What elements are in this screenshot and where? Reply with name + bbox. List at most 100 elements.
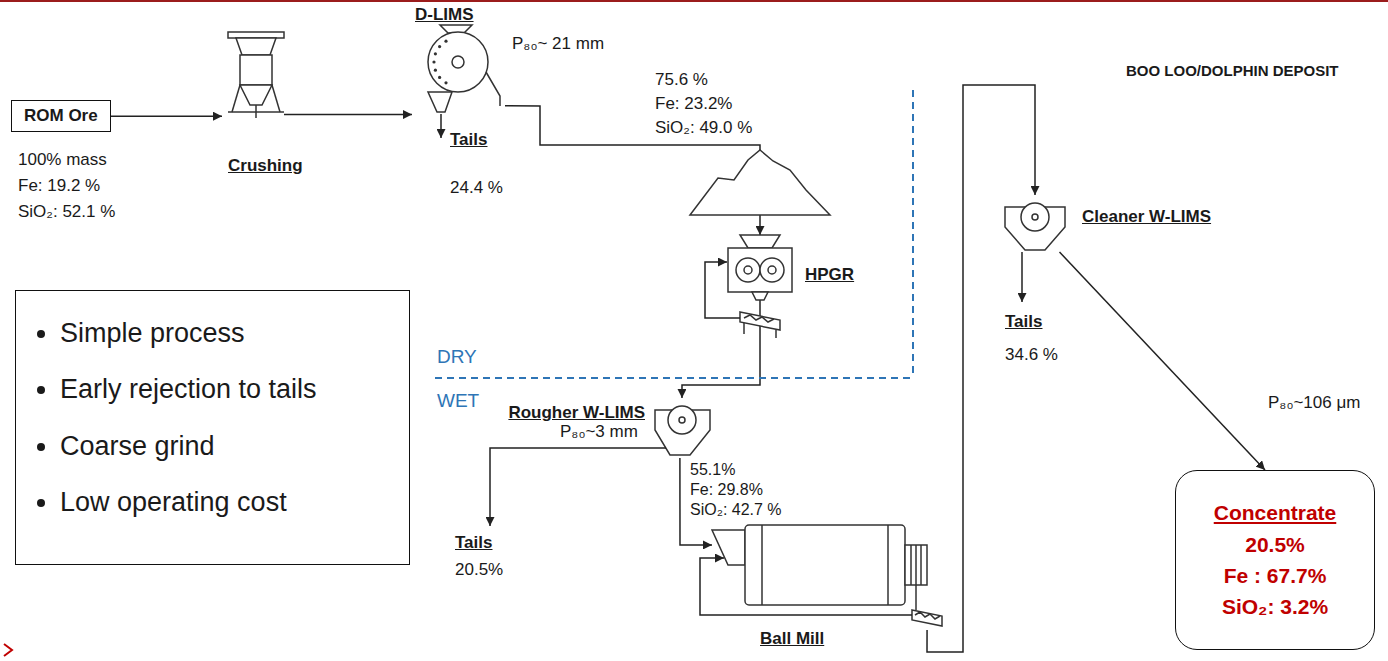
crusher-icon-part	[232, 85, 240, 112]
stream-label: Tails	[455, 533, 492, 553]
bullet-list: Simple processEarly rejection to tailsCo…	[16, 291, 409, 519]
screen-icon-part	[775, 330, 777, 338]
product-box: Concentrate20.5%Fe : 67.7%SiO₂: 3.2%	[1175, 470, 1375, 650]
flow-connector	[1060, 252, 1266, 470]
crusher-icon-part	[240, 55, 272, 85]
mill-unit: Ball Mill	[712, 525, 945, 630]
crusher-unit: Crushing	[222, 30, 284, 125]
tails-arrow	[1021, 252, 1023, 302]
wet-magnetic-separator-icon-part	[668, 406, 696, 434]
dry-magnetic-separator-icon-part-part	[438, 76, 441, 79]
ball-mill-icon-part	[905, 545, 927, 585]
tails-arrow	[440, 114, 442, 138]
dry-magnetic-separator-icon-part	[432, 40, 447, 85]
dry-magnetic-separator-icon-part-part	[434, 69, 437, 72]
screen-icon-part	[744, 315, 774, 322]
dry-magnetic-separator-icon-part-part	[444, 40, 447, 43]
wet-magnetic-separator-icon-part	[1021, 203, 1049, 231]
box-label: ROM Ore	[24, 106, 98, 125]
stream-label: WET	[437, 390, 479, 413]
product-text: Concentrate	[1214, 499, 1337, 526]
hpgr-unit: HPGR	[725, 235, 795, 300]
dry-wet-boundary-part	[435, 377, 913, 379]
tails-arrow	[490, 448, 666, 526]
stream-label: 75.6 %	[655, 70, 708, 90]
flow-connector	[111, 115, 222, 117]
stream-label: 34.6 %	[1005, 345, 1058, 365]
bullet-point: Low operating cost	[60, 486, 393, 518]
notes-box: Simple processEarly rejection to tailsCo…	[15, 290, 410, 565]
dry-magnetic-separator-icon-part	[452, 56, 464, 68]
recycle-line	[700, 558, 912, 615]
bullet-point: Early rejection to tails	[60, 373, 393, 405]
stream-label: Tails	[450, 130, 487, 150]
wet-magnetic-separator-icon	[1005, 203, 1065, 250]
bullet-point: Simple process	[60, 317, 393, 349]
unit-label: Cleaner W-LIMS	[1082, 207, 1211, 227]
hpgr-icon-part	[760, 258, 784, 282]
product-text: SiO₂: 3.2%	[1222, 593, 1328, 620]
separator-unit: D-LIMS	[412, 25, 505, 120]
stream-label: BOO LOO/DOLPHIN DEPOSIT	[1126, 62, 1339, 80]
dry-magnetic-separator-icon	[428, 25, 500, 112]
ball-mill-icon-part	[761, 525, 763, 605]
top-rule	[0, 0, 1388, 2]
ball-mill-icon	[712, 525, 942, 626]
hpgr-icon-part	[740, 235, 780, 248]
ball-mill-icon-part	[712, 530, 745, 565]
unit-label: Rougher W-LIMS	[508, 403, 645, 423]
wet-magnetic-separator-icon-part	[1032, 214, 1038, 220]
flow-connector	[284, 114, 412, 116]
stream-label: SiO₂: 49.0 %	[655, 118, 752, 138]
stream-label: Fe: 23.2%	[655, 94, 733, 114]
product-text: 20.5%	[1245, 531, 1305, 558]
dry-magnetic-separator-icon-part	[428, 92, 452, 112]
dry-wet-boundary	[435, 90, 913, 378]
ball-mill-icon-part	[912, 610, 942, 626]
ball-mill-icon-part	[915, 545, 917, 585]
ball-mill-icon-part	[745, 525, 905, 605]
stream-label: Tails	[1005, 312, 1042, 332]
crusher-icon	[228, 32, 284, 118]
crusher-icon-part	[228, 32, 284, 38]
dry-wet-boundary-part	[912, 90, 914, 378]
flow-connector	[927, 85, 1035, 652]
dry-magnetic-separator-icon-part-part	[444, 81, 447, 84]
hpgr-icon-part	[744, 266, 752, 274]
stockpile	[690, 150, 830, 215]
stream-label: SiO₂: 52.1 %	[18, 202, 115, 222]
stream-label: SiO₂: 42.7 %	[690, 500, 782, 519]
stream-label: P₈₀~3 mm	[560, 422, 638, 442]
bullet-point: Coarse grind	[60, 430, 393, 462]
hpgr-icon-part	[768, 266, 776, 274]
crusher-icon-part	[236, 38, 276, 55]
recycle-line	[705, 262, 740, 318]
stream-label: 55.1%	[690, 460, 735, 479]
dry-magnetic-separator-icon-part	[486, 72, 500, 106]
dry-magnetic-separator-icon-part-part	[434, 52, 437, 55]
unit-label: D-LIMS	[415, 5, 474, 25]
screen-icon-part	[740, 312, 780, 330]
dry-magnetic-separator-icon-part-part	[432, 60, 435, 63]
stream-label: 20.5%	[455, 560, 503, 580]
crusher-icon-part	[272, 85, 280, 112]
stream-label: Fe: 19.2 %	[18, 176, 100, 196]
crusher-icon-part	[240, 85, 272, 105]
wet-magnetic-separator-icon-part	[679, 417, 685, 423]
dry-magnetic-separator-icon-part-part	[438, 45, 441, 48]
ball-mill-icon-part	[915, 585, 917, 610]
unit-label: Ball Mill	[760, 629, 824, 649]
separator-unit: Cleaner W-LIMS	[1000, 195, 1070, 252]
hpgr-icon-part	[752, 292, 768, 300]
crusher-icon-part	[255, 105, 257, 118]
ball-mill-icon-part	[910, 545, 912, 585]
unit-label: Crushing	[228, 156, 303, 176]
stream-label: Fe: 29.8%	[690, 480, 763, 499]
unit-label: HPGR	[805, 265, 854, 285]
hpgr-icon-part	[736, 258, 760, 282]
stream-label: DRY	[437, 346, 477, 369]
hpgr-icon-part	[728, 248, 792, 292]
separator-unit: Rougher W-LIMS	[650, 398, 715, 458]
dry-magnetic-separator-icon-part	[428, 32, 488, 92]
